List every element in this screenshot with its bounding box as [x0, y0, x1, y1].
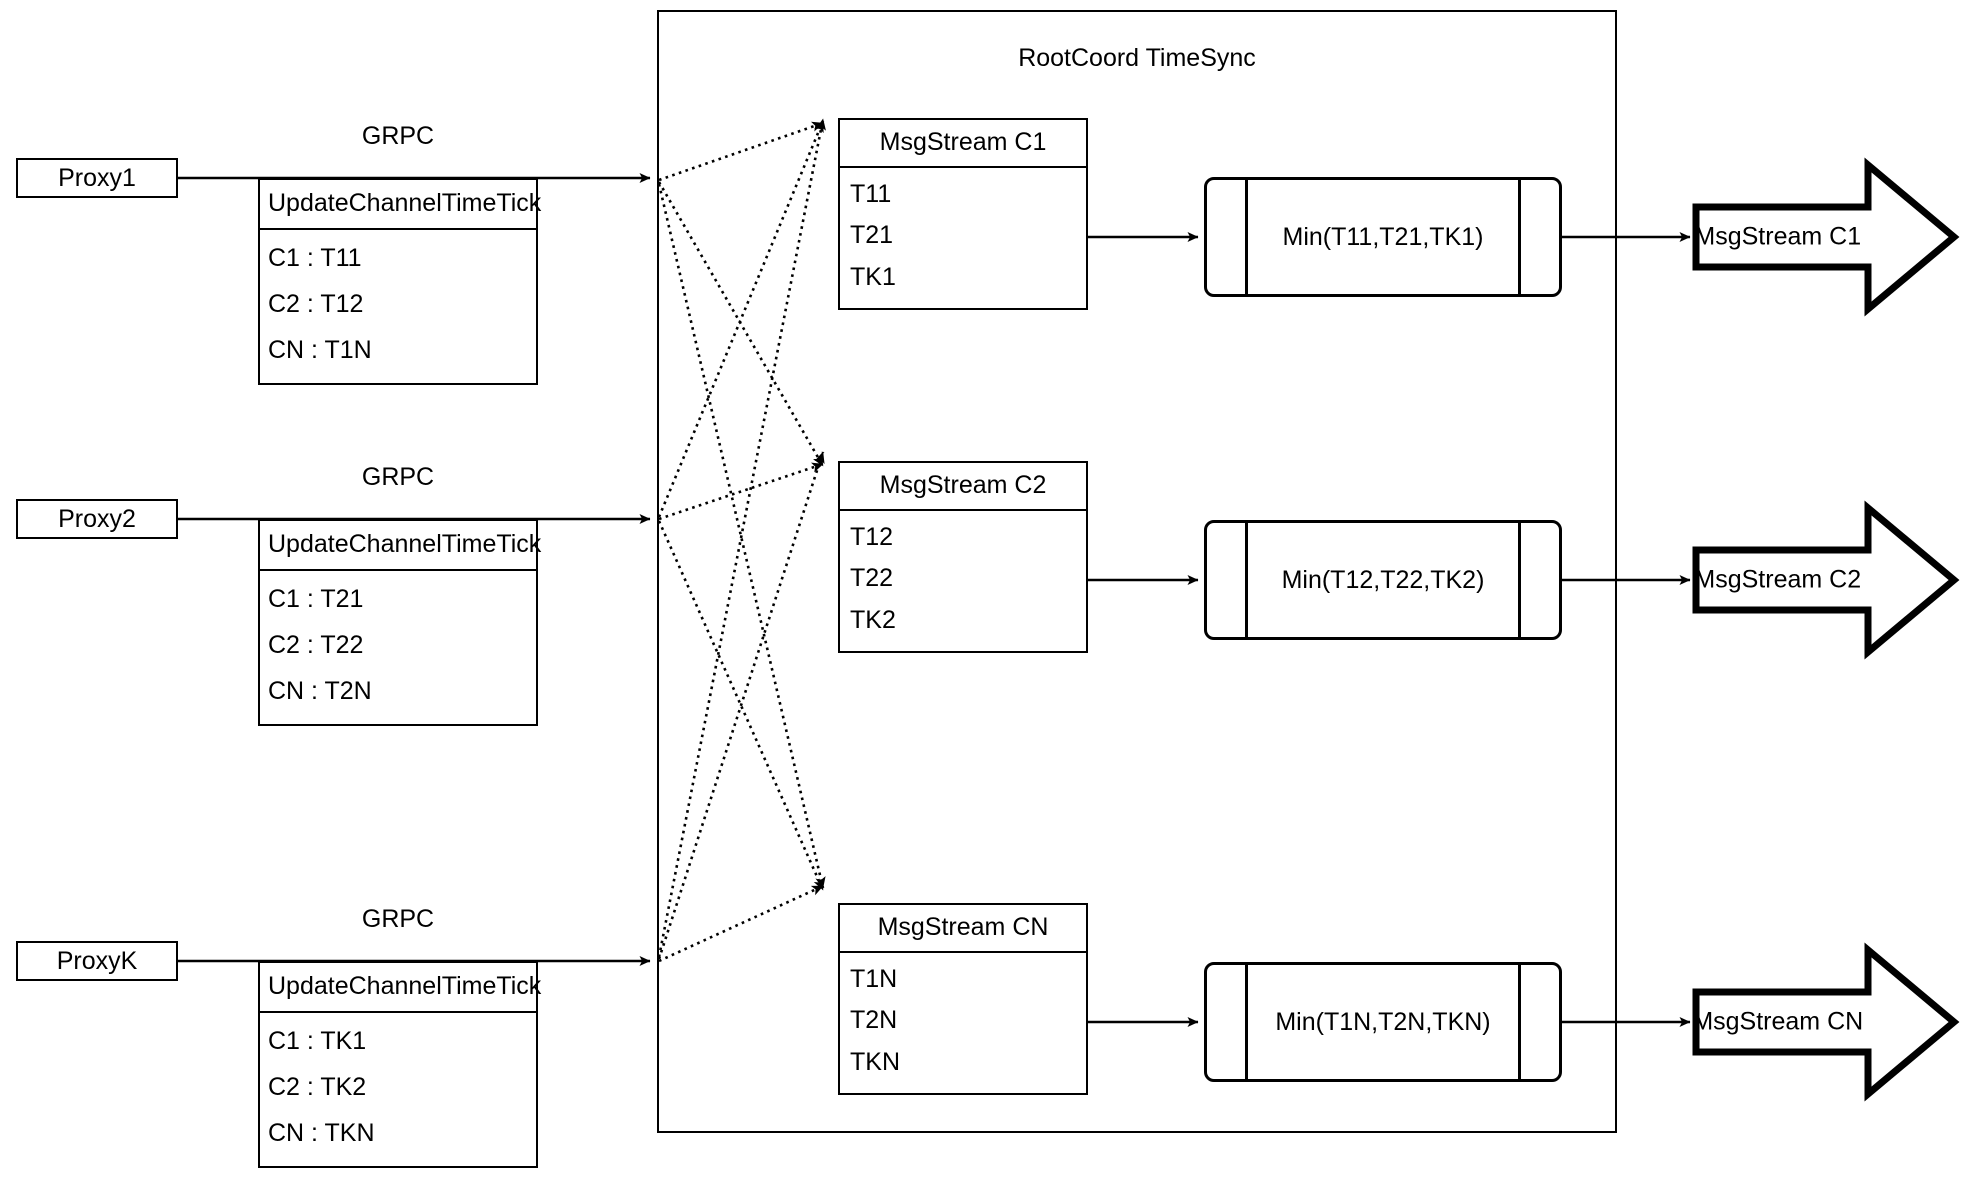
- uct-row: C2 : T22: [268, 630, 364, 659]
- msgstream-row: T22: [850, 564, 894, 593]
- msgstream-box-c1: MsgStream C1 T11 T21 TK1: [838, 118, 1088, 310]
- block-arrow-shape: [1692, 942, 1960, 1102]
- uct-row: CN : T2N: [268, 676, 372, 705]
- uct-row: C1 : T21: [268, 585, 364, 614]
- proxy-label: Proxy2: [58, 504, 136, 533]
- uct-rows: C1 : T11 C2 : T12 CN : T1N: [260, 230, 536, 383]
- uct-rows: C1 : T21 C2 : T22 CN : T2N: [260, 571, 536, 724]
- uct-rows: C1 : TK1 C2 : TK2 CN : TKN: [260, 1013, 536, 1166]
- proxy-label: Proxy1: [58, 163, 136, 192]
- msgstream-title: MsgStream C2: [840, 463, 1086, 511]
- proxy-box-1[interactable]: Proxy1: [16, 158, 178, 198]
- rootcoord-title: RootCoord TimeSync: [1018, 44, 1256, 72]
- min-process-label: Min(T12,T22,TK2): [1281, 565, 1485, 594]
- proxy-box-2[interactable]: Proxy2: [16, 499, 178, 539]
- uct-title: UpdateChannelTimeTick: [260, 521, 541, 571]
- msgstream-box-cn: MsgStream CN T1N T2N TKN: [838, 903, 1088, 1095]
- update-channel-timetick-box-1: UpdateChannelTimeTick C1 : T11 C2 : T12 …: [258, 178, 541, 385]
- output-label: MsgStream C1: [1694, 222, 1862, 251]
- output-label: MsgStream C2: [1694, 565, 1862, 594]
- msgstream-row: TK1: [850, 262, 896, 291]
- uct-row: CN : T1N: [268, 335, 372, 364]
- msgstream-row: T12: [850, 523, 894, 552]
- min-process-c1: Min(T11,T21,TK1): [1204, 177, 1562, 297]
- msgstream-row: T21: [850, 221, 894, 250]
- uct-row: C2 : TK2: [268, 1072, 367, 1101]
- min-process-label: Min(T1N,T2N,TKN): [1275, 1007, 1491, 1036]
- msgstream-title: MsgStream C1: [840, 120, 1086, 168]
- grpc-label-1: GRPC: [361, 122, 435, 150]
- min-process-cn: Min(T1N,T2N,TKN): [1204, 962, 1562, 1082]
- uct-title: UpdateChannelTimeTick: [260, 963, 541, 1013]
- min-process-c2: Min(T12,T22,TK2): [1204, 520, 1562, 640]
- update-channel-timetick-box-3: UpdateChannelTimeTick C1 : TK1 C2 : TK2 …: [258, 961, 541, 1168]
- block-arrow-shape: [1692, 500, 1960, 660]
- output-block-arrow-cn: MsgStream CN: [1692, 940, 1960, 1104]
- uct-title: UpdateChannelTimeTick: [260, 180, 541, 230]
- uct-row: C1 : TK1: [268, 1027, 367, 1056]
- proxy-box-3[interactable]: ProxyK: [16, 941, 178, 981]
- msgstream-row: T1N: [850, 965, 898, 994]
- msgstream-rows: T11 T21 TK1: [840, 168, 1086, 308]
- grpc-label-3: GRPC: [361, 905, 435, 933]
- msgstream-rows: T12 T22 TK2: [840, 511, 1086, 651]
- uct-row: CN : TKN: [268, 1118, 375, 1147]
- output-label: MsgStream CN: [1692, 1007, 1864, 1036]
- uct-row: C1 : T11: [268, 244, 362, 273]
- msgstream-row: TKN: [850, 1047, 900, 1076]
- uct-row: C2 : T12: [268, 289, 364, 318]
- msgstream-row: TK2: [850, 605, 896, 634]
- update-channel-timetick-box-2: UpdateChannelTimeTick C1 : T21 C2 : T22 …: [258, 519, 541, 726]
- msgstream-box-c2: MsgStream C2 T12 T22 TK2: [838, 461, 1088, 653]
- output-block-arrow-c1: MsgStream C1: [1692, 155, 1960, 319]
- proxy-label: ProxyK: [56, 946, 138, 975]
- block-arrow-shape: [1692, 157, 1960, 317]
- grpc-label-2: GRPC: [361, 463, 435, 491]
- msgstream-title: MsgStream CN: [840, 905, 1086, 953]
- output-block-arrow-c2: MsgStream C2: [1692, 498, 1960, 662]
- msgstream-rows: T1N T2N TKN: [840, 953, 1086, 1093]
- msgstream-row: T11: [850, 180, 892, 209]
- msgstream-row: T2N: [850, 1006, 898, 1035]
- min-process-label: Min(T11,T21,TK1): [1282, 222, 1484, 251]
